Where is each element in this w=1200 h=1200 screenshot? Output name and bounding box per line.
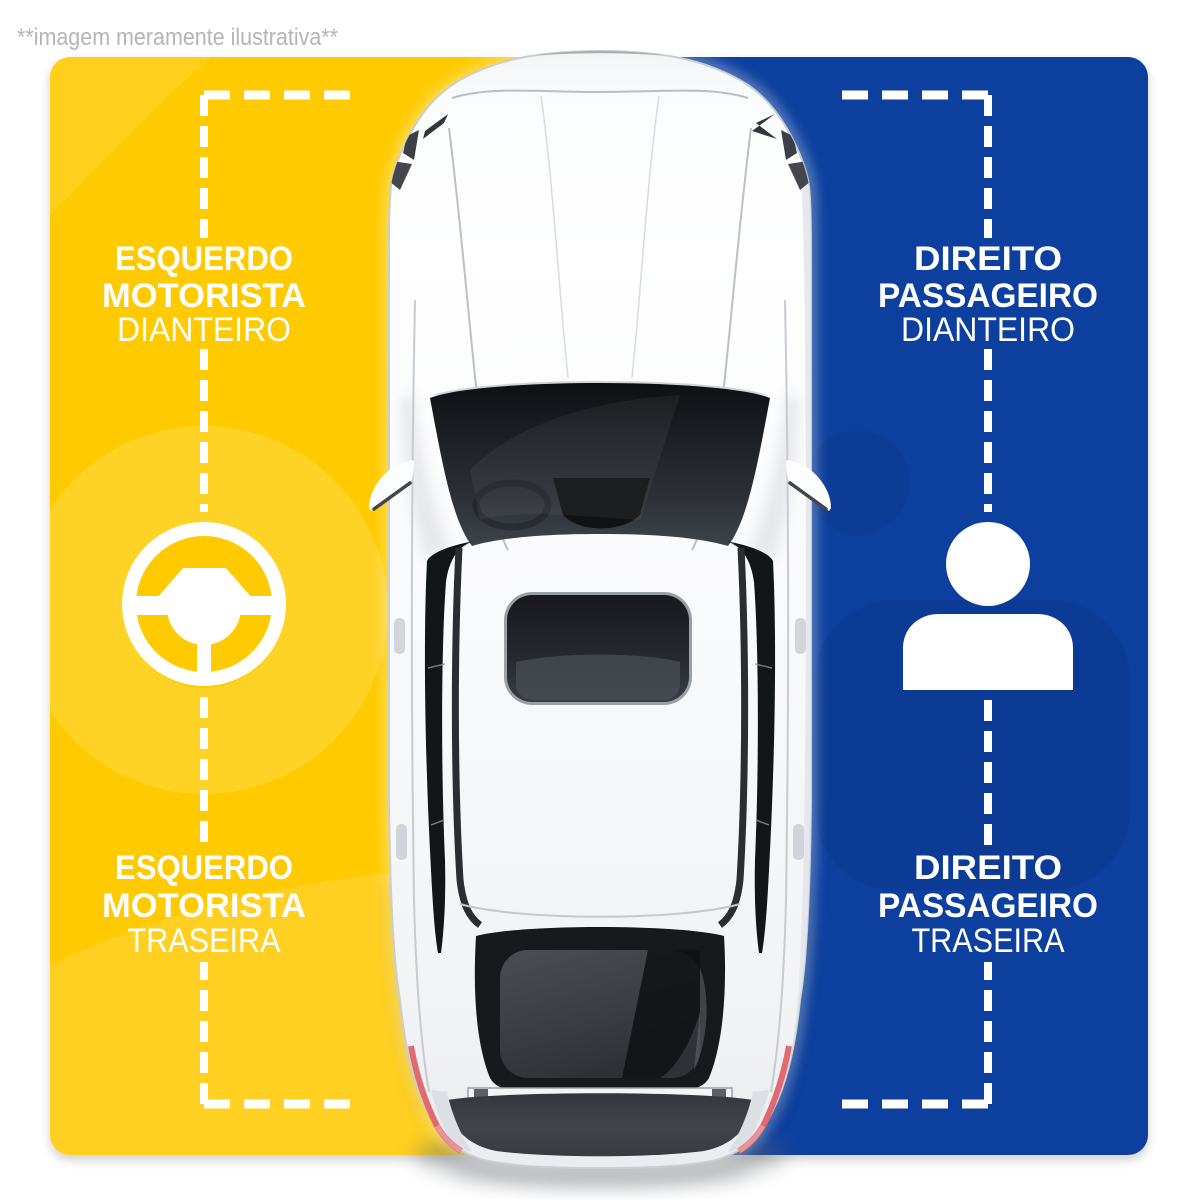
svg-text:DIREITO: DIREITO (914, 849, 1062, 887)
svg-text:DIREITO: DIREITO (914, 240, 1062, 278)
svg-text:**imagem meramente ilustrativa: **imagem meramente ilustrativa** (17, 24, 338, 51)
svg-text:ESQUERDO: ESQUERDO (115, 849, 293, 887)
svg-text:PASSAGEIRO: PASSAGEIRO (878, 277, 1098, 315)
svg-text:MOTORISTA: MOTORISTA (102, 887, 306, 925)
svg-text:TRASEIRA: TRASEIRA (912, 922, 1065, 960)
svg-text:DIANTEIRO: DIANTEIRO (901, 311, 1075, 349)
svg-text:TRASEIRA: TRASEIRA (128, 922, 281, 960)
svg-text:PASSAGEIRO: PASSAGEIRO (878, 887, 1098, 925)
svg-text:DIANTEIRO: DIANTEIRO (117, 311, 291, 349)
svg-text:ESQUERDO: ESQUERDO (115, 240, 293, 278)
svg-text:MOTORISTA: MOTORISTA (102, 277, 306, 315)
